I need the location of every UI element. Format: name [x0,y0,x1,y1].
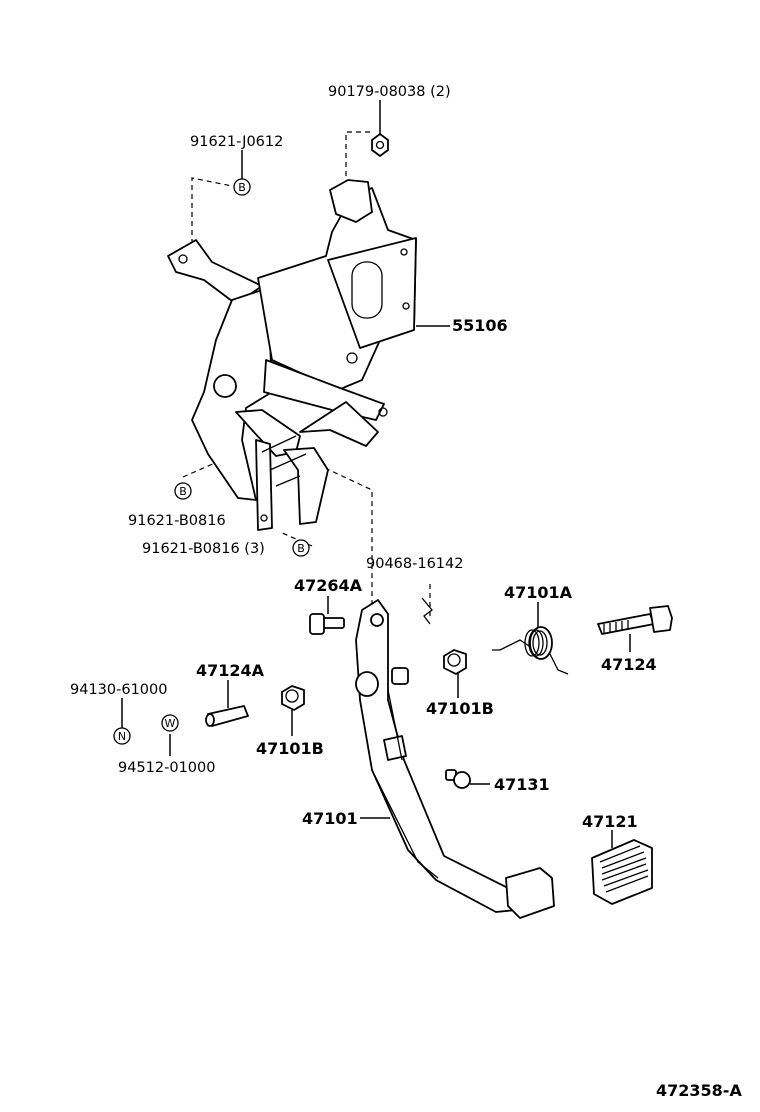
stopper [445,769,471,789]
return-spring [492,626,569,675]
label-bolt-b-top: 91621-J0612 [190,134,283,150]
long-bolt [597,605,673,635]
label-nut-n: 94130-61000 [70,682,168,698]
symbol-b-top: B [233,178,251,196]
dashed-connectors [182,131,431,616]
svg-text:W: W [165,717,176,730]
label-bushing-right: 47101B [426,699,494,718]
figure-code: 472358-A [656,1081,742,1100]
symbol-b-low: B [292,539,310,557]
label-washer-w: 94512-01000 [118,760,216,776]
pedal-bracket [167,179,417,531]
pedal-arm [355,599,555,919]
svg-text:B: B [297,542,305,555]
bushing-left [281,685,305,711]
pin [205,705,249,727]
label-nut-top: 90179-08038 (2) [328,84,451,100]
label-bracket: 55106 [452,316,508,335]
label-long-bolt: 47124 [601,655,657,674]
bushing-right [443,649,467,675]
label-pedal-arm: 47101 [302,809,358,828]
svg-text:B: B [238,181,246,194]
label-clip: 90468-16142 [366,556,464,572]
svg-text:B: B [179,485,187,498]
label-bushing-left: 47101B [256,739,324,758]
pedal-pad [591,839,653,905]
label-pivot-bolt: 47264A [294,576,363,595]
label-pedal-pad: 47121 [582,812,638,831]
label-spring: 47101A [504,583,573,602]
leader-lines [121,100,631,848]
svg-text:N: N [118,730,126,743]
label-stopper: 47131 [494,775,550,794]
pivot-bolt [309,613,345,635]
label-bolt-b-mid: 91621-B0816 [128,513,226,529]
label-pin: 47124A [196,661,265,680]
label-bolt-b-low: 91621-B0816 (3) [142,541,265,557]
clip [421,597,433,625]
symbol-b-mid: B [174,482,192,500]
nut-top [371,133,389,157]
symbol-n: N [113,727,131,745]
symbol-w: W [161,714,179,732]
